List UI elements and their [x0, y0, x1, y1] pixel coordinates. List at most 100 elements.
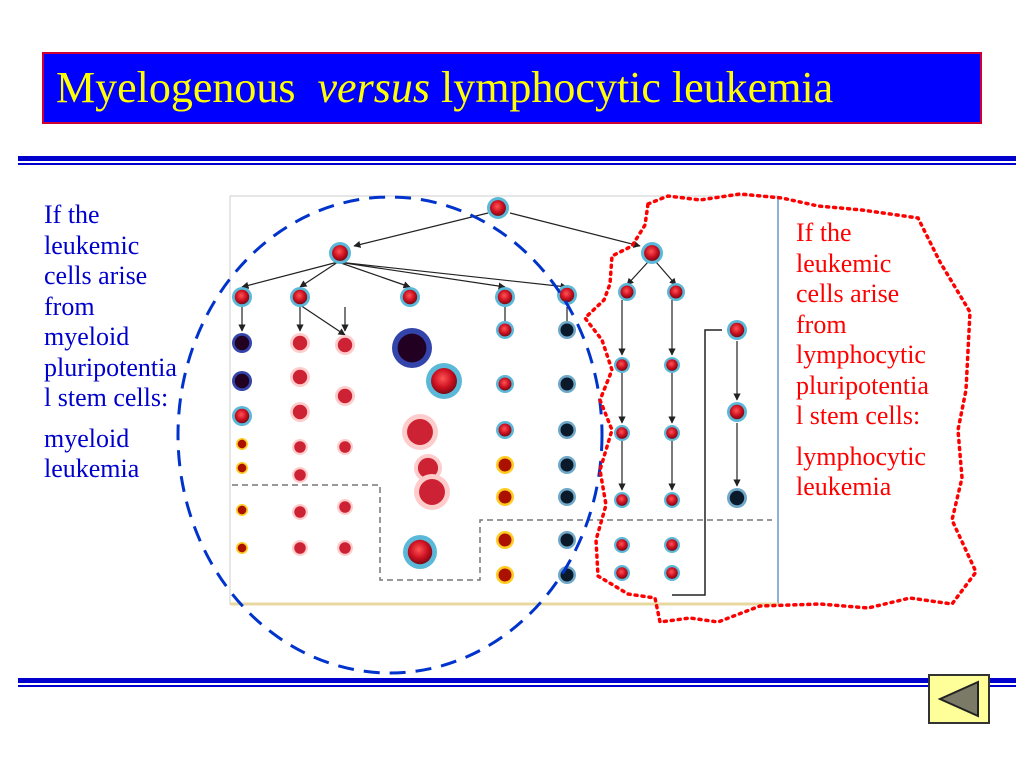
lineage-arrow [353, 212, 489, 248]
blood-cell [290, 402, 310, 422]
lineage-arrow [655, 261, 677, 286]
blood-cell [392, 328, 432, 368]
blood-cell [664, 537, 680, 553]
blood-cell [400, 287, 420, 307]
myeloid-note-line: from [44, 291, 95, 321]
blood-cell [664, 492, 680, 508]
blood-cell [290, 367, 310, 387]
blood-cell [414, 474, 450, 510]
lymphocytic-note-line: l stem cells: [796, 401, 921, 430]
blood-cells [232, 197, 747, 584]
blood-cell [337, 499, 353, 515]
lymphocytic-note-line: pluripotentia [796, 370, 929, 400]
blood-cell [496, 488, 514, 506]
lymphocytic-note-line: from [796, 309, 847, 339]
blood-cell [558, 321, 576, 339]
maturation-boundary-line [232, 484, 772, 581]
slide-title: Myelogenous versus lymphocytic leukemia [56, 60, 833, 116]
myeloid-result: leukemia [44, 454, 140, 483]
lymphocytic-note-line: lymphocytic [796, 340, 926, 369]
myeloid-result: myeloid [44, 423, 130, 453]
myeloid-note-line: pluripotentia [44, 352, 177, 382]
title-part-3: lymphocytic leukemia [440, 63, 834, 112]
lymphoid-bracket-line [672, 329, 722, 596]
blood-cell [614, 425, 630, 441]
blood-cell [236, 504, 248, 516]
blood-cell [487, 197, 509, 219]
myeloid-note-line: cells arise [44, 261, 148, 290]
myeloid-note-line: myeloid [44, 322, 130, 351]
blood-cell [495, 287, 515, 307]
blood-cell [292, 467, 308, 483]
blood-cell [402, 414, 438, 450]
blood-cell [667, 283, 685, 301]
top-divider [18, 156, 1016, 165]
blood-cell [664, 565, 680, 581]
blood-cell [614, 565, 630, 581]
back-triangle-icon [937, 680, 979, 718]
blood-cell [337, 540, 353, 556]
blood-cell [292, 439, 308, 455]
blood-cell [426, 363, 462, 399]
lineage-arrow [299, 304, 346, 336]
blood-cell [558, 421, 576, 439]
lymphocytic-note-line: If the [796, 218, 852, 247]
blood-cell [727, 402, 747, 422]
blood-cell [232, 406, 252, 426]
lineage-arrow [337, 261, 506, 290]
lineage-arrow [337, 261, 568, 290]
lineage-arrow [299, 261, 339, 288]
blood-cell [496, 531, 514, 549]
blood-cell [232, 287, 252, 307]
blood-cell [558, 488, 576, 506]
blood-cell [496, 566, 514, 584]
blood-cell [727, 488, 747, 508]
blood-cell [329, 242, 351, 264]
lymphocytic-note: If the leukemic cells arise from lymphoc… [796, 218, 976, 503]
bottom-divider [18, 678, 1016, 687]
myeloid-note-line: leukemic [44, 230, 140, 260]
blood-cell [641, 242, 663, 264]
myeloid-note-line: If the [44, 200, 100, 229]
blood-cell [614, 492, 630, 508]
blood-cell [335, 386, 355, 406]
blood-cell [557, 285, 577, 305]
lymphocytic-note-line: cells arise [796, 279, 900, 308]
lineage-arrow [337, 261, 411, 289]
blood-cell [558, 375, 576, 393]
blood-cell [727, 320, 747, 340]
title-box: Myelogenous versus lymphocytic leukemia [42, 52, 982, 124]
lymphocytic-result: lymphocytic [796, 441, 926, 471]
blood-cell [292, 504, 308, 520]
lymphocytic-note-line: leukemic [796, 248, 892, 278]
back-button[interactable] [928, 674, 990, 724]
myeloid-outline [176, 195, 604, 675]
blood-cell [496, 375, 514, 393]
lymphoid-outline [582, 192, 979, 624]
myeloid-note-line: l stem cells: [44, 383, 169, 412]
blood-cell [290, 333, 310, 353]
blood-cell [236, 438, 248, 450]
blood-cell [292, 540, 308, 556]
blood-cell [335, 335, 355, 355]
blood-cell [236, 462, 248, 474]
lymphocytic-result: leukemia [796, 472, 892, 501]
blood-cell [232, 333, 252, 353]
lineage-arrows [238, 212, 741, 491]
blood-cell [664, 357, 680, 373]
blood-cell [337, 439, 353, 455]
blood-cell [664, 425, 680, 441]
blood-cell [558, 531, 576, 549]
lineage-arrow [509, 212, 641, 248]
lineage-arrow [626, 261, 649, 286]
lineage-arrow [241, 261, 339, 289]
blood-cell [618, 283, 636, 301]
blood-cell [496, 321, 514, 339]
blood-cell [236, 542, 248, 554]
blood-cell [232, 371, 252, 391]
title-part-1: Myelogenous [56, 63, 296, 112]
blood-cell [496, 421, 514, 439]
blood-cell [558, 456, 576, 474]
title-part-2: versus [317, 63, 430, 112]
